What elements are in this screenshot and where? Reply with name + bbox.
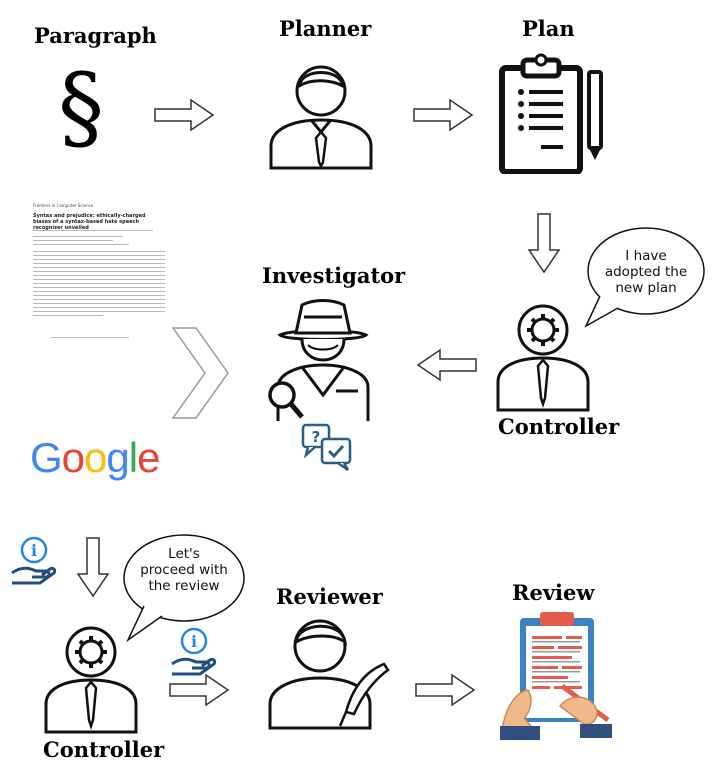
paper-title: Syntax and prejudice: ethically-charged …	[33, 213, 146, 231]
arrow-right-icon	[154, 98, 215, 132]
arrow-right-icon	[413, 98, 474, 132]
google-logo: Google	[30, 434, 160, 481]
svg-text:i: i	[31, 541, 37, 560]
paper-footnote-line	[51, 337, 129, 338]
paper-body-line	[33, 311, 165, 312]
arrow-right-icon	[169, 673, 230, 707]
investigator-detective-icon	[268, 299, 370, 421]
paper-body-line	[33, 271, 165, 272]
paper-body-line	[33, 287, 165, 288]
svg-text:?: ?	[312, 428, 321, 446]
paper-body-line	[33, 299, 165, 300]
controller-label-top: Controller	[498, 414, 620, 439]
planner-label: Planner	[279, 16, 372, 41]
reviewer-quill-person-icon	[268, 619, 390, 730]
paper-body-line	[33, 291, 165, 292]
paper-body-line	[33, 279, 165, 280]
chat-question-check-icon: ?	[301, 423, 352, 472]
reviewer-label: Reviewer	[276, 584, 383, 609]
investigator-label: Investigator	[262, 263, 406, 288]
paper-authors-line	[33, 230, 153, 231]
paragraph-label: Paragraph	[34, 23, 157, 48]
section-sign-icon: §	[58, 54, 104, 161]
clipboard-plan-icon	[499, 53, 603, 174]
paper-affiliation-line	[33, 240, 113, 241]
arrow-right-icon	[415, 673, 476, 707]
paper-body-line	[33, 267, 165, 268]
paper-affiliation-line	[33, 244, 129, 245]
paper-affiliation-line	[33, 236, 123, 237]
paper-body-line	[33, 259, 165, 260]
review-label: Review	[512, 580, 595, 605]
paper-body-line	[33, 263, 165, 264]
svg-text:i: i	[191, 632, 197, 651]
paper-body-line	[33, 275, 165, 276]
controller-gear-person-icon	[496, 304, 590, 412]
arrow-down-icon	[76, 537, 110, 598]
review-clipboard-hands-icon	[500, 612, 612, 740]
arrow-left-icon	[416, 348, 477, 382]
plan-label: Plan	[522, 16, 575, 41]
paper-body-line	[33, 251, 165, 252]
paper-body-line	[33, 295, 165, 296]
controller-label-bottom: Controller	[43, 737, 165, 762]
speech-bubble-text: Let's proceed with the review	[140, 546, 228, 594]
paper-body-line	[33, 303, 165, 304]
info-hand-icon: i	[11, 536, 56, 585]
paper-body-line	[33, 315, 103, 316]
chevron-right-arrow-icon	[171, 327, 229, 419]
speech-bubble	[584, 227, 705, 328]
paper-body-line	[33, 283, 165, 284]
speech-bubble-text: I have adopted the new plan	[604, 248, 688, 296]
paper-header: Frontiers in Computer Science	[33, 203, 94, 208]
paper-body-line	[33, 255, 165, 256]
planner-person-icon	[269, 65, 373, 170]
info-hand-icon: i	[171, 627, 216, 676]
paper-body-line	[33, 307, 165, 308]
speech-bubble	[123, 534, 245, 643]
arrow-down-icon	[527, 213, 561, 274]
controller-gear-person-icon	[44, 626, 138, 734]
paper-document-thumbnail: Frontiers in Computer Science Syntax and…	[31, 203, 171, 413]
